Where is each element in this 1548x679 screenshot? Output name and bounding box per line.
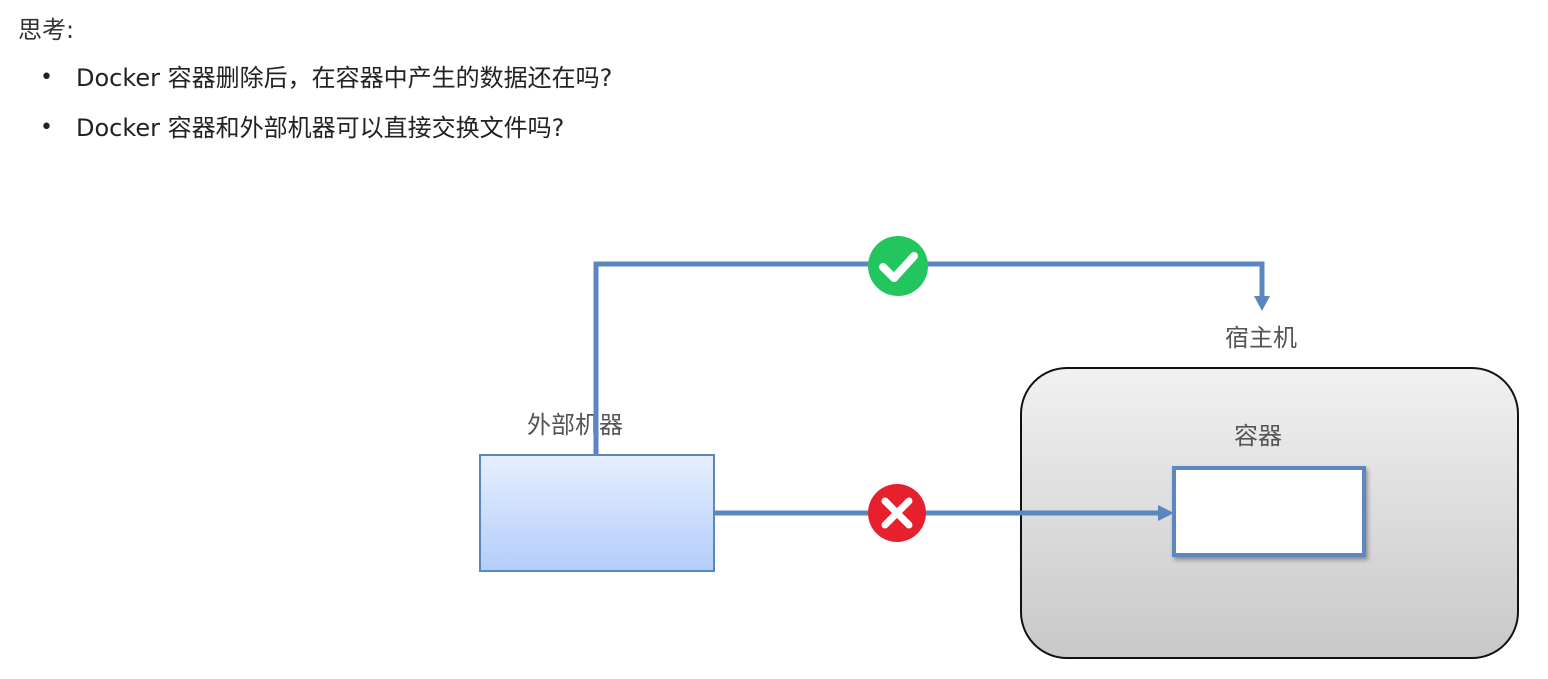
host-label: 宿主机 xyxy=(1225,324,1297,352)
question-list: • Docker 容器删除后，在容器中产生的数据还在吗? • Docker 容器… xyxy=(40,62,612,162)
host-arrow-head xyxy=(1254,296,1270,311)
container-label: 容器 xyxy=(1234,422,1282,450)
container-arrow-head xyxy=(1158,505,1174,521)
question-text: Docker 容器和外部机器可以直接交换文件吗? xyxy=(76,114,565,142)
external-to-host-connector xyxy=(593,261,1265,455)
question-heading: 思考: xyxy=(18,16,75,44)
external-machine-label: 外部机器 xyxy=(527,411,623,439)
question-item: • Docker 容器和外部机器可以直接交换文件吗? xyxy=(40,112,612,162)
container-box xyxy=(1172,466,1366,557)
bullet-icon: • xyxy=(40,65,53,90)
check-circle-icon xyxy=(868,236,928,296)
question-text: Docker 容器删除后，在容器中产生的数据还在吗? xyxy=(76,64,613,92)
bullet-icon: • xyxy=(40,115,53,140)
external-machine-box xyxy=(479,454,715,572)
x-circle-icon xyxy=(868,484,926,542)
question-item: • Docker 容器删除后，在容器中产生的数据还在吗? xyxy=(40,62,612,112)
